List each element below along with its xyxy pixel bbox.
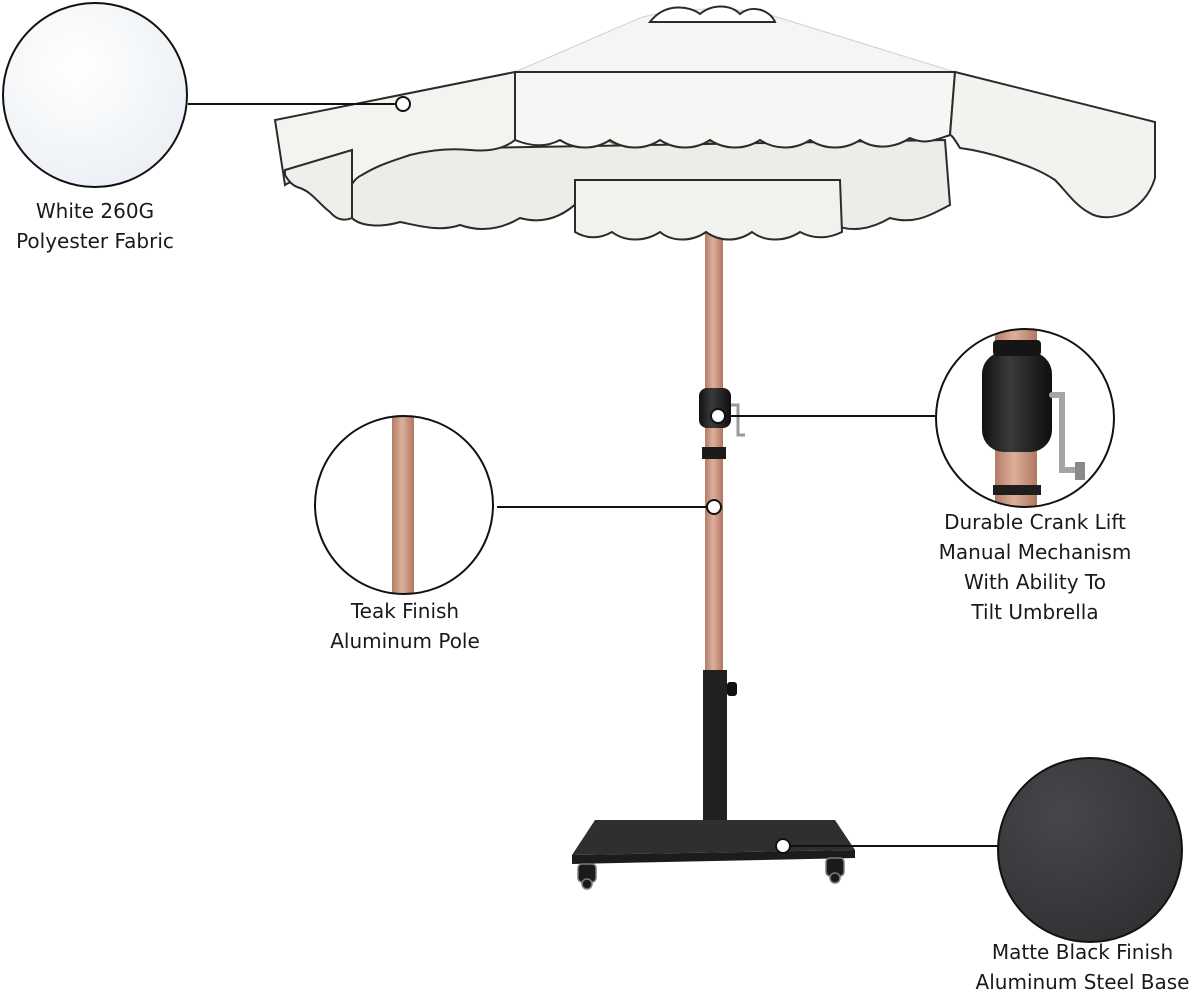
callout-label-line: Aluminum Steel Base bbox=[975, 970, 1190, 994]
callout-dot-base bbox=[775, 838, 791, 854]
callout-label-line: Polyester Fabric bbox=[16, 229, 174, 253]
callout-label-line: Matte Black Finish bbox=[991, 940, 1174, 964]
pole-ring bbox=[702, 447, 726, 459]
callout-dot-pole bbox=[706, 499, 722, 515]
canopy-vent bbox=[647, 5, 777, 23]
crank-detail-circle bbox=[935, 328, 1115, 508]
crank-handle bbox=[731, 403, 745, 437]
base-plate bbox=[572, 820, 855, 855]
callout-lines bbox=[188, 103, 1000, 847]
pole-detail-circle bbox=[314, 415, 494, 595]
callout-dot-fabric bbox=[395, 96, 411, 112]
callout-label-line: With Ability To bbox=[964, 570, 1106, 594]
canopy-valance-middle bbox=[574, 179, 844, 241]
canopy-panel-right bbox=[948, 70, 1156, 219]
base-wheels bbox=[577, 857, 845, 890]
callout-label-line: Teak Finish bbox=[350, 599, 460, 623]
canopy-valance-left bbox=[284, 148, 353, 221]
callout-dot-crank bbox=[710, 408, 726, 424]
callout-label-line: Durable Crank Lift bbox=[944, 510, 1126, 534]
callout-label-fabric: White 260G Polyester Fabric bbox=[0, 196, 190, 256]
callout-label-line: White 260G bbox=[35, 199, 155, 223]
callout-label-line: Tilt Umbrella bbox=[971, 600, 1099, 624]
callout-label-line: Manual Mechanism bbox=[938, 540, 1132, 564]
callout-label-pole: Teak Finish Aluminum Pole bbox=[300, 596, 510, 656]
canopy-panel-center bbox=[514, 71, 957, 149]
base-sleeve bbox=[703, 670, 727, 838]
callout-label-crank: Durable Crank Lift Manual Mechanism With… bbox=[900, 507, 1170, 627]
base-sleeve-knob bbox=[727, 682, 737, 696]
fabric-swatch-circle bbox=[2, 2, 188, 188]
callout-label-base: Matte Black Finish Aluminum Steel Base bbox=[960, 937, 1200, 997]
base-swatch-circle bbox=[997, 757, 1183, 943]
callout-dots bbox=[395, 96, 791, 854]
callout-label-line: Aluminum Pole bbox=[330, 629, 480, 653]
